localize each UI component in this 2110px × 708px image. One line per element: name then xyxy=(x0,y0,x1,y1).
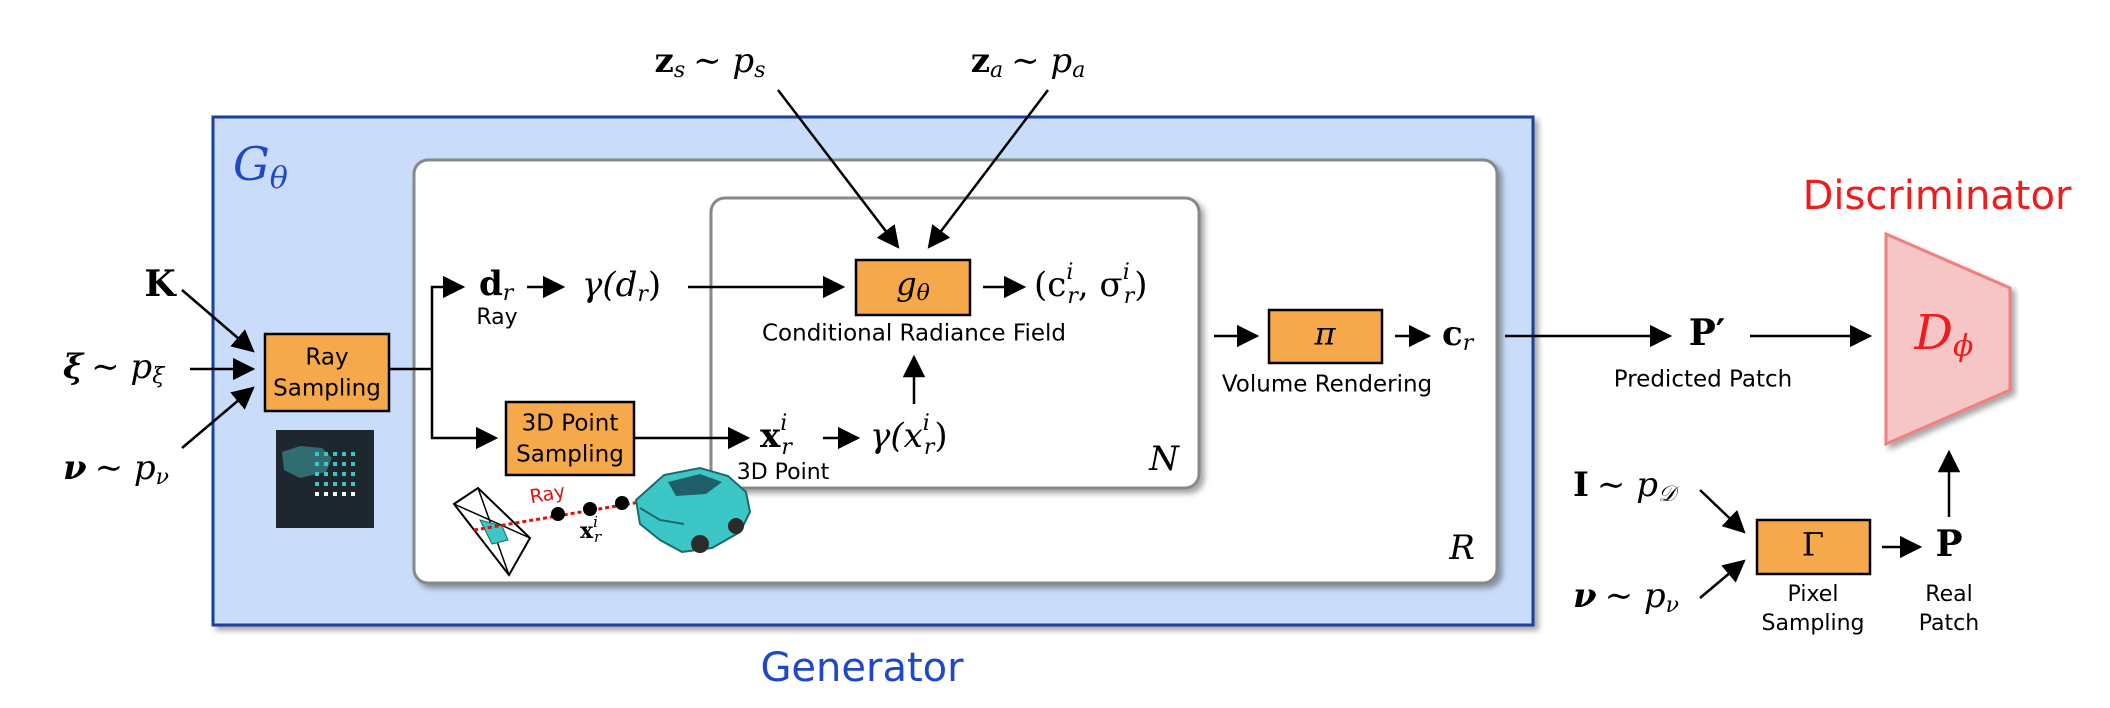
thumbnail-pixel xyxy=(351,472,355,476)
latent-zs: zs∼ ps xyxy=(655,41,766,83)
thumbnail-pixel xyxy=(315,472,319,476)
thumbnail-pixel xyxy=(333,462,337,466)
P-prime-symbol: P′ xyxy=(1689,312,1726,354)
thumbnail-pixel xyxy=(351,462,355,466)
radiance-field-caption: Conditional Radiance Field xyxy=(762,321,1066,347)
point-sampling-label-2: Sampling xyxy=(516,442,624,468)
arrow-to-d-r xyxy=(430,275,466,369)
input-nu-real: ν∼ pν xyxy=(1573,576,1679,618)
pixel-sampling-box xyxy=(1755,518,1872,576)
thumbnail-pixel xyxy=(342,462,346,466)
thumbnail-pixel xyxy=(315,492,319,496)
g-theta-symbol: gθ xyxy=(896,265,930,307)
point-sampling-box xyxy=(504,400,636,477)
thumbnail-pixel xyxy=(324,472,328,476)
arrow-nu-to-ray-sampling xyxy=(181,386,255,449)
thumbnail-pixel xyxy=(333,472,337,476)
pixel-sampling-label-1: Pixel xyxy=(1788,582,1839,607)
ray-sampling-thumbnail xyxy=(276,430,374,528)
thumbnail-pixel xyxy=(333,492,337,496)
input-I: I∼ p𝒟 xyxy=(1573,465,1680,507)
arrow-to-point-sampling xyxy=(430,369,499,450)
pi-box xyxy=(1267,308,1384,365)
thumbnail-pixel xyxy=(333,482,337,486)
arrow-za-to-g xyxy=(927,89,1049,249)
thumbnail-pixel xyxy=(315,452,319,456)
thumbnail-pixel xyxy=(351,492,355,496)
ray-sampling-box xyxy=(263,332,391,413)
arrow-K-to-ray-sampling xyxy=(181,289,255,353)
gamma-symbol: Γ xyxy=(1802,526,1824,564)
discriminator-title: Discriminator xyxy=(1803,173,2072,219)
arrow-zs-to-g xyxy=(777,89,900,249)
n-box xyxy=(709,196,1201,490)
point-sampling-label-1: 3D Point xyxy=(522,411,619,437)
generator-symbol: Gθ xyxy=(233,137,288,196)
thumbnail-pixel xyxy=(324,462,328,466)
ray-sample-point xyxy=(551,507,565,521)
arrow-nu-to-pixel-sampling xyxy=(1699,559,1746,599)
thumbnail-pixel xyxy=(351,452,355,456)
discriminator-symbol: Dϕ xyxy=(1914,305,1974,365)
thumbnail-pixel xyxy=(324,492,328,496)
thumbnail-pixel xyxy=(342,452,346,456)
input-K: K xyxy=(144,263,177,305)
real-patch-label-2: Patch xyxy=(1919,611,1979,636)
g-theta-box xyxy=(854,258,972,317)
ray-sample-point xyxy=(583,502,597,516)
generator-title: Generator xyxy=(760,645,964,691)
latent-za: za∼ pa xyxy=(971,41,1086,83)
ray-caption: Ray xyxy=(476,305,517,330)
pi-symbol: π xyxy=(1313,315,1336,353)
thumbnail-pixel xyxy=(315,482,319,486)
volume-rendering-caption: Volume Rendering xyxy=(1222,372,1432,398)
thumbnail-pixel xyxy=(351,482,355,486)
thumbnail-pixel xyxy=(324,452,328,456)
d-r-symbol: dr xyxy=(479,264,515,306)
input-xi: ξ∼ pξ xyxy=(63,347,166,389)
gamma-d: γ(dr) xyxy=(582,265,661,307)
input-nu: ν∼ pν xyxy=(63,448,169,490)
point-caption: 3D Point xyxy=(737,460,830,485)
pixel-sampling-label-2: Sampling xyxy=(1762,611,1865,636)
car-illustration xyxy=(634,466,752,554)
thumbnail-pixel xyxy=(333,452,337,456)
thumbnail-pixel xyxy=(342,472,346,476)
P-symbol: P xyxy=(1935,523,1962,565)
thumbnail-pixel xyxy=(342,482,346,486)
r-box-label: R xyxy=(1448,528,1475,568)
thumbnail-pixel xyxy=(342,492,346,496)
real-patch-label-1: Real xyxy=(1925,582,1972,607)
c-r-symbol: cr xyxy=(1442,314,1475,356)
ray-sampling-label-1: Ray xyxy=(305,345,348,371)
n-box-label: N xyxy=(1148,439,1180,479)
predicted-patch-caption: Predicted Patch xyxy=(1614,367,1792,393)
ray-sampling-label-2: Sampling xyxy=(273,376,381,402)
thumbnail-pixel xyxy=(324,482,328,486)
thumbnail-pixel xyxy=(315,462,319,466)
arrow-I-to-pixel-sampling xyxy=(1699,489,1746,534)
discriminator-shape xyxy=(1884,231,2012,447)
ray-sample-point xyxy=(615,496,629,510)
